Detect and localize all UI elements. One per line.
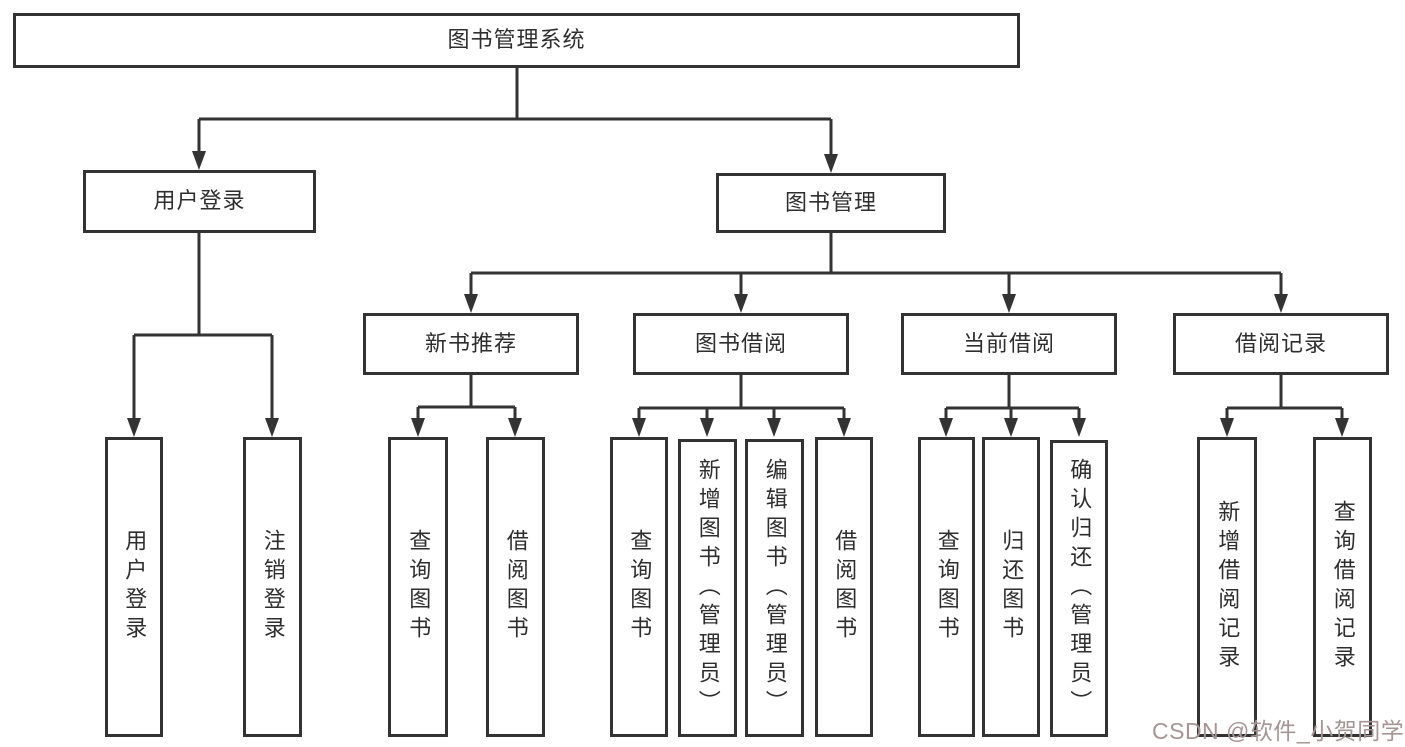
node-label: 借阅记录 (1234, 330, 1327, 356)
leaf-query-borrow-record: 查询借阅记录 (1313, 437, 1372, 737)
node-book-management: 图书管理 (716, 173, 946, 233)
leaf-borrow-books: 借阅图书 (486, 437, 545, 737)
node-label: 图书管理 (784, 189, 877, 215)
leaf-return-books: 归还图书 (982, 437, 1040, 737)
node-root: 图书管理系统 (13, 13, 1020, 68)
arrowheads (127, 151, 1349, 437)
node-label: 当前借阅 (962, 330, 1055, 356)
node-label: 查询图书 (934, 529, 960, 645)
leaf-borrow-books: 借阅图书 (815, 437, 873, 737)
leaf-query-books: 查询图书 (388, 437, 448, 737)
node-new-book-recommend: 新书推荐 (363, 313, 579, 375)
node-label: 借阅图书 (832, 529, 858, 645)
leaf-confirm-return-admin: 确认归还（管理员） (1050, 440, 1108, 737)
node-borrowing-records: 借阅记录 (1173, 313, 1389, 375)
node-book-borrowing: 图书借阅 (633, 313, 849, 375)
leaf-add-books-admin: 新增图书（管理员） (678, 439, 737, 737)
node-label: 用户登录 (153, 188, 246, 214)
node-label: 新书推荐 (424, 330, 517, 356)
leaf-edit-books-admin: 编辑图书（管理员） (745, 439, 804, 737)
leaf-query-books: 查询图书 (918, 437, 975, 737)
leaf-logout: 注销登录 (243, 437, 302, 737)
node-label: 查询图书 (627, 529, 653, 645)
node-current-borrowing: 当前借阅 (901, 313, 1117, 375)
leaf-user-login: 用户登录 (105, 437, 163, 737)
node-label: 确认归还（管理员） (1067, 458, 1093, 719)
node-label: 用户登录 (122, 529, 148, 645)
node-label: 借阅图书 (503, 529, 529, 645)
node-label: 新增图书（管理员） (695, 457, 721, 719)
node-label: 新增借阅记录 (1215, 500, 1241, 674)
leaf-query-books: 查询图书 (610, 437, 668, 737)
node-label: 查询图书 (406, 529, 432, 645)
leaf-add-borrow-record: 新增借阅记录 (1197, 437, 1257, 737)
node-label: 图书管理系统 (447, 27, 586, 53)
node-label: 注销登录 (260, 529, 286, 645)
node-label: 查询借阅记录 (1330, 500, 1356, 674)
node-label: 归还图书 (999, 529, 1025, 645)
csdn-watermark: CSDN @软件_小贺同学 (1152, 718, 1405, 744)
node-label: 图书借阅 (694, 330, 787, 356)
node-user-login: 用户登录 (83, 170, 316, 233)
node-label: 编辑图书（管理员） (762, 457, 788, 719)
